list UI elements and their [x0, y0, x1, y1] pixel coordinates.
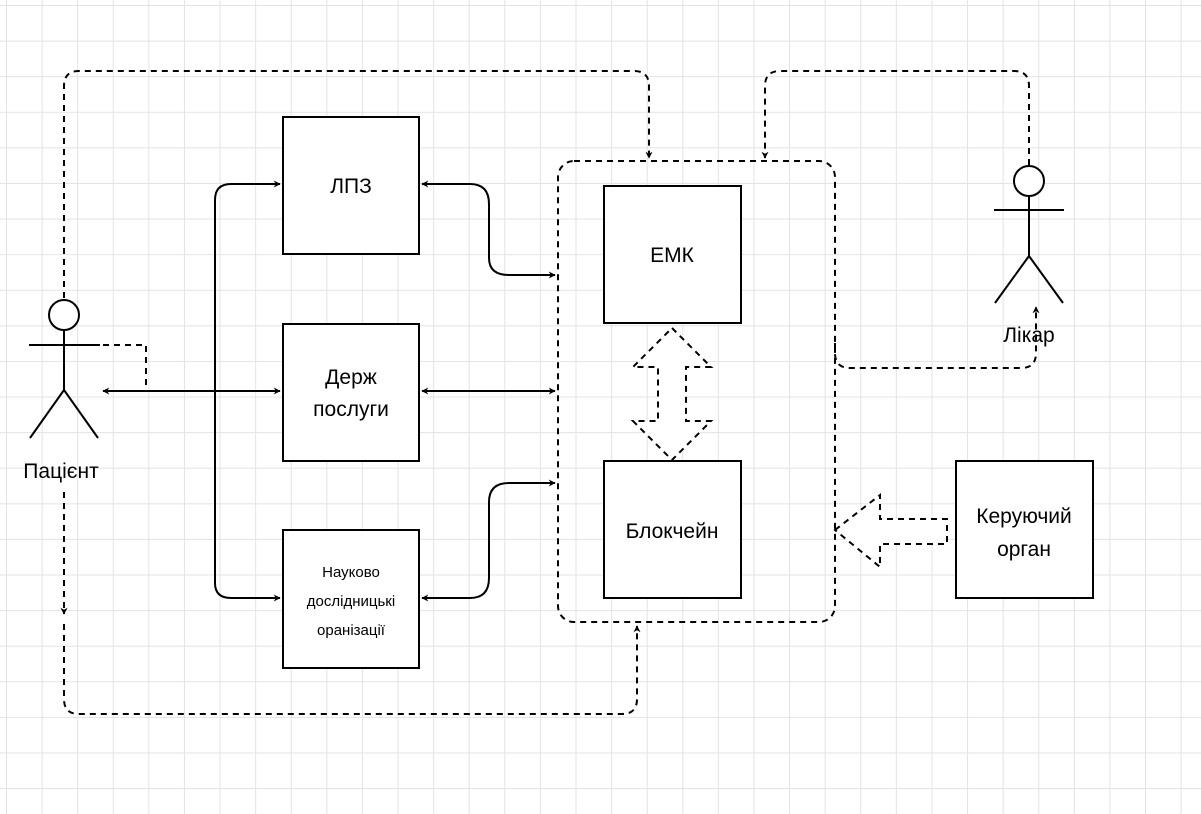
box-governing-body: Керуючий орган [955, 460, 1094, 599]
patient-actor [29, 299, 100, 439]
system-container [557, 160, 836, 623]
doctor-label: Лікар [1003, 324, 1054, 347]
governance-arrow [833, 492, 948, 570]
box-research: Науково дослідницькі оранізації [282, 529, 420, 669]
patient-org-connectors [102, 180, 281, 602]
box-research-line-2: дослідницькі [307, 593, 395, 610]
patient-head [48, 299, 80, 331]
doctor-head [1013, 165, 1045, 197]
patient-label: Пацієнт [23, 460, 99, 483]
box-research-line-3: оранізації [317, 622, 386, 639]
box-governing-body-line-1: Керуючий [976, 505, 1072, 528]
box-governing-body-line-2: орган [997, 538, 1051, 561]
box-emk-label: ЕМК [650, 244, 695, 267]
box-gov-services: Держ послуги [282, 323, 420, 462]
emk-blockchain-double-arrow [630, 326, 714, 462]
box-emk: ЕМК [603, 185, 742, 324]
box-lpz-label: ЛПЗ [330, 175, 372, 198]
doctor-actor [994, 165, 1064, 304]
org-system-connectors [421, 180, 556, 602]
box-gov-services-line-1: Держ [325, 366, 377, 389]
box-lpz: ЛПЗ [282, 116, 420, 255]
box-blockchain: Блокчейн [603, 460, 742, 599]
box-blockchain-label: Блокчейн [626, 520, 719, 543]
box-gov-services-line-2: послуги [313, 398, 389, 421]
box-research-line-1: Науково [322, 564, 380, 581]
dashed-connectors [60, 70, 1040, 715]
